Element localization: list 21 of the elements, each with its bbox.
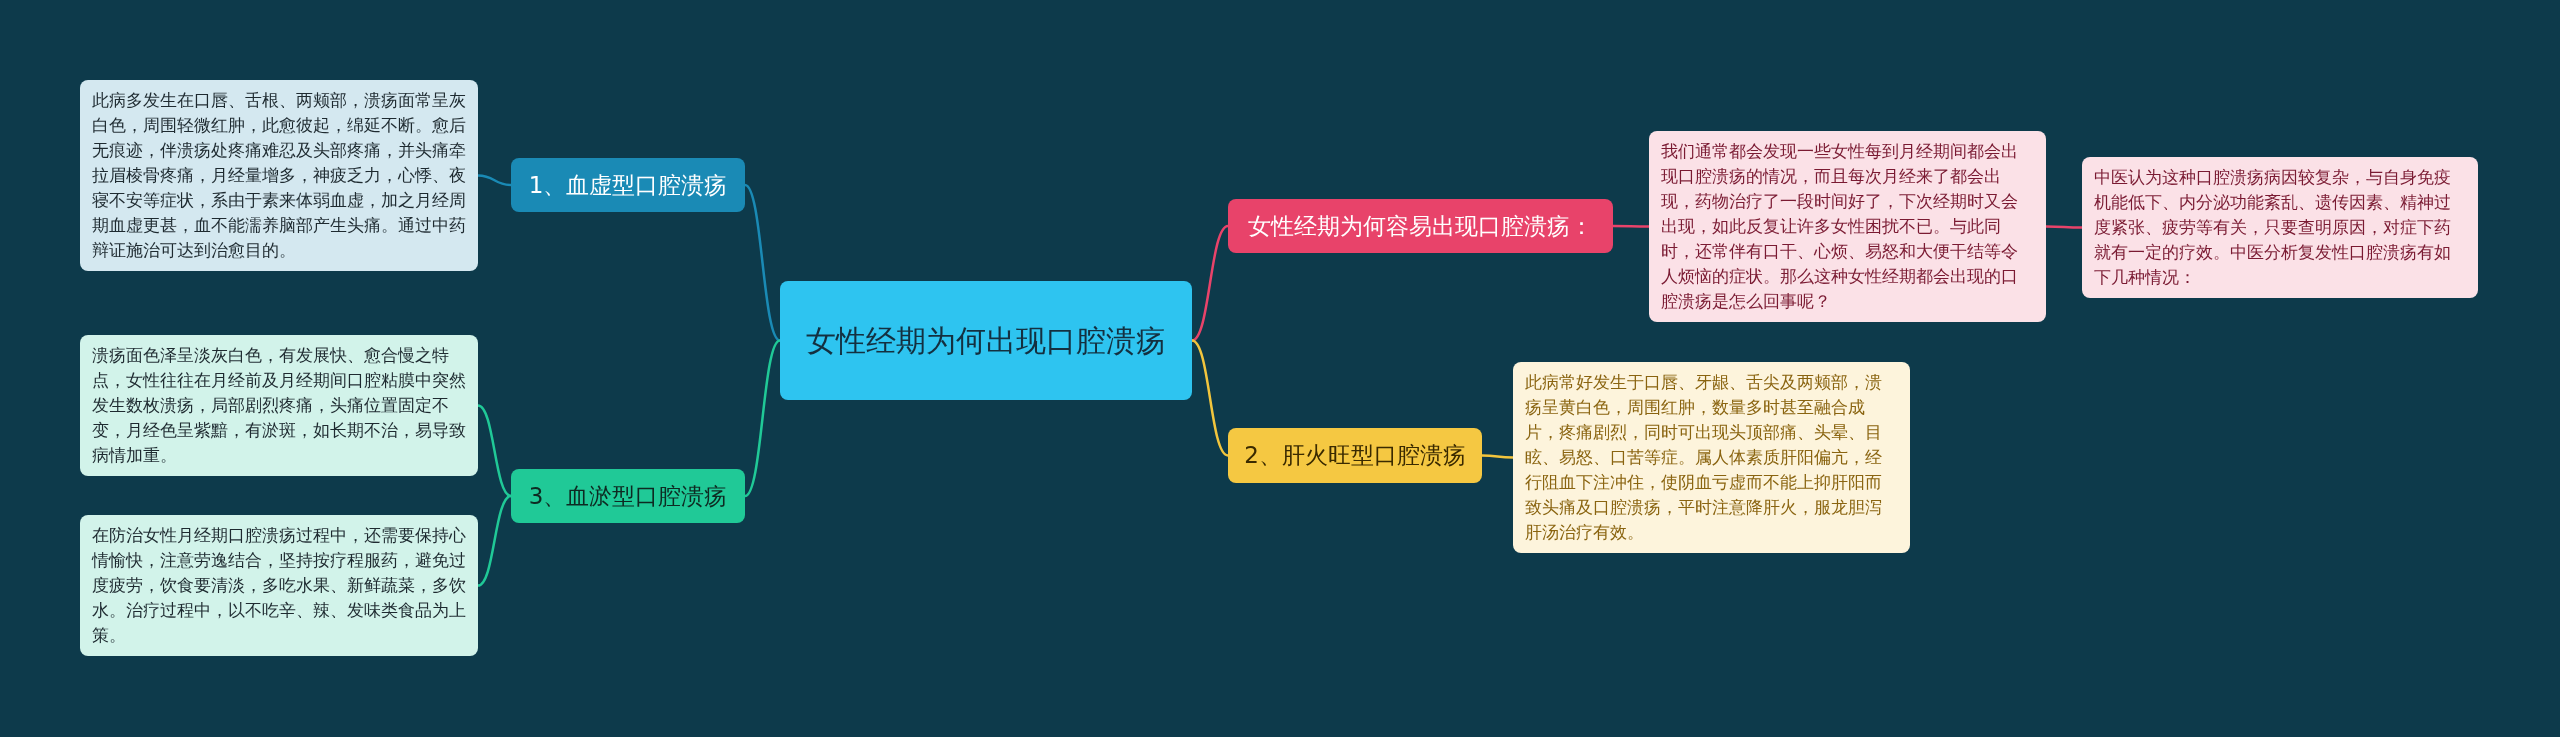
note-box: 此病多发生在口唇、舌根、两颊部，溃疡面常呈灰白色，周围轻微红肿，此愈彼起，绵延不断。愈后无痕迹，伴溃疡处疼痛难忍及头部疼痛，并头痛牵拉眉棱骨疼痛，月经量增多，神疲乏力，心悸、夜寝不安等症状，系由于素来体弱血虚，加之月经周期血虚更甚，血不能濡养脑部产生头痛。通过中药辩证施治可达到治愈目的。 bbox=[80, 80, 478, 271]
connector-line bbox=[1191, 224, 1229, 342]
connector-line bbox=[1191, 339, 1229, 457]
connector-line bbox=[2046, 225, 2082, 229]
branch-topic-box: 女性经期为何容易出现口腔溃疡： bbox=[1228, 199, 1613, 253]
branch-topic-box: 3、血淤型口腔溃疡 bbox=[511, 469, 745, 523]
note-box: 溃疡面色泽呈淡灰白色，有发展快、愈合慢之特点，女性往往在月经前及月经期间口腔粘膜中突然发生数枚溃疡，局部剧烈疼痛，头痛位置固定不变，月经色呈紫黯，有淤斑，如长期不治，易导致病情加重。 bbox=[80, 335, 478, 476]
note-box: 此病常好发生于口唇、牙龈、舌尖及两颊部，溃疡呈黄白色，周围红肿，数量多时甚至融合成片，疼痛剧烈，同时可出现头顶部痛、头晕、目眩、易怒、口苦等症。属人体素质肝阳偏亢，经行阻血下注冲住，使阴血亏虚而不能上抑肝阳而致头痛及口腔溃疡，平时注意降肝火，服龙胆泻肝汤治疗有效。 bbox=[1513, 362, 1910, 553]
branch-topic-box: 1、血虚型口腔溃疡 bbox=[511, 158, 745, 212]
connector-line bbox=[477, 174, 512, 187]
connector-line bbox=[1482, 454, 1513, 459]
connector-line bbox=[744, 184, 781, 342]
central-topic-box: 女性经期为何出现口腔溃疡 bbox=[780, 281, 1192, 400]
note-box: 我们通常都会发现一些女性每到月经期间都会出现口腔溃疡的情况，而且每次月经来了都会出现，药物治疗了一段时间好了，下次经期时又会出现，如此反复让许多女性困扰不已。与此同时，还常伴有口干、心烦、易怒和大便干结等令人烦恼的症状。那么这种女性经期都会出现的口腔溃疡是怎么回事呢？ bbox=[1649, 131, 2046, 322]
connector-line bbox=[477, 494, 512, 587]
note-box: 中医认为这种口腔溃疡病因较复杂，与自身免疫机能低下、内分泌功能紊乱、遗传因素、精神过度紧张、疲劳等有关，只要查明原因，对症下药就有一定的疗效。中医分析复发性口腔溃疡有如下几种情况： bbox=[2082, 157, 2478, 298]
connector-line bbox=[477, 404, 512, 498]
branch-topic-box: 2、肝火旺型口腔溃疡 bbox=[1228, 428, 1482, 483]
connector-line bbox=[1613, 224, 1649, 228]
connector-line bbox=[744, 339, 781, 497]
note-box: 在防治女性月经期口腔溃疡过程中，还需要保持心情愉快，注意劳逸结合，坚持按疗程服药，避免过度疲劳，饮食要清淡，多吃水果、新鲜蔬菜，多饮水。治疗过程中，以不吃辛、辣、发味类食品为上策。 bbox=[80, 515, 478, 656]
